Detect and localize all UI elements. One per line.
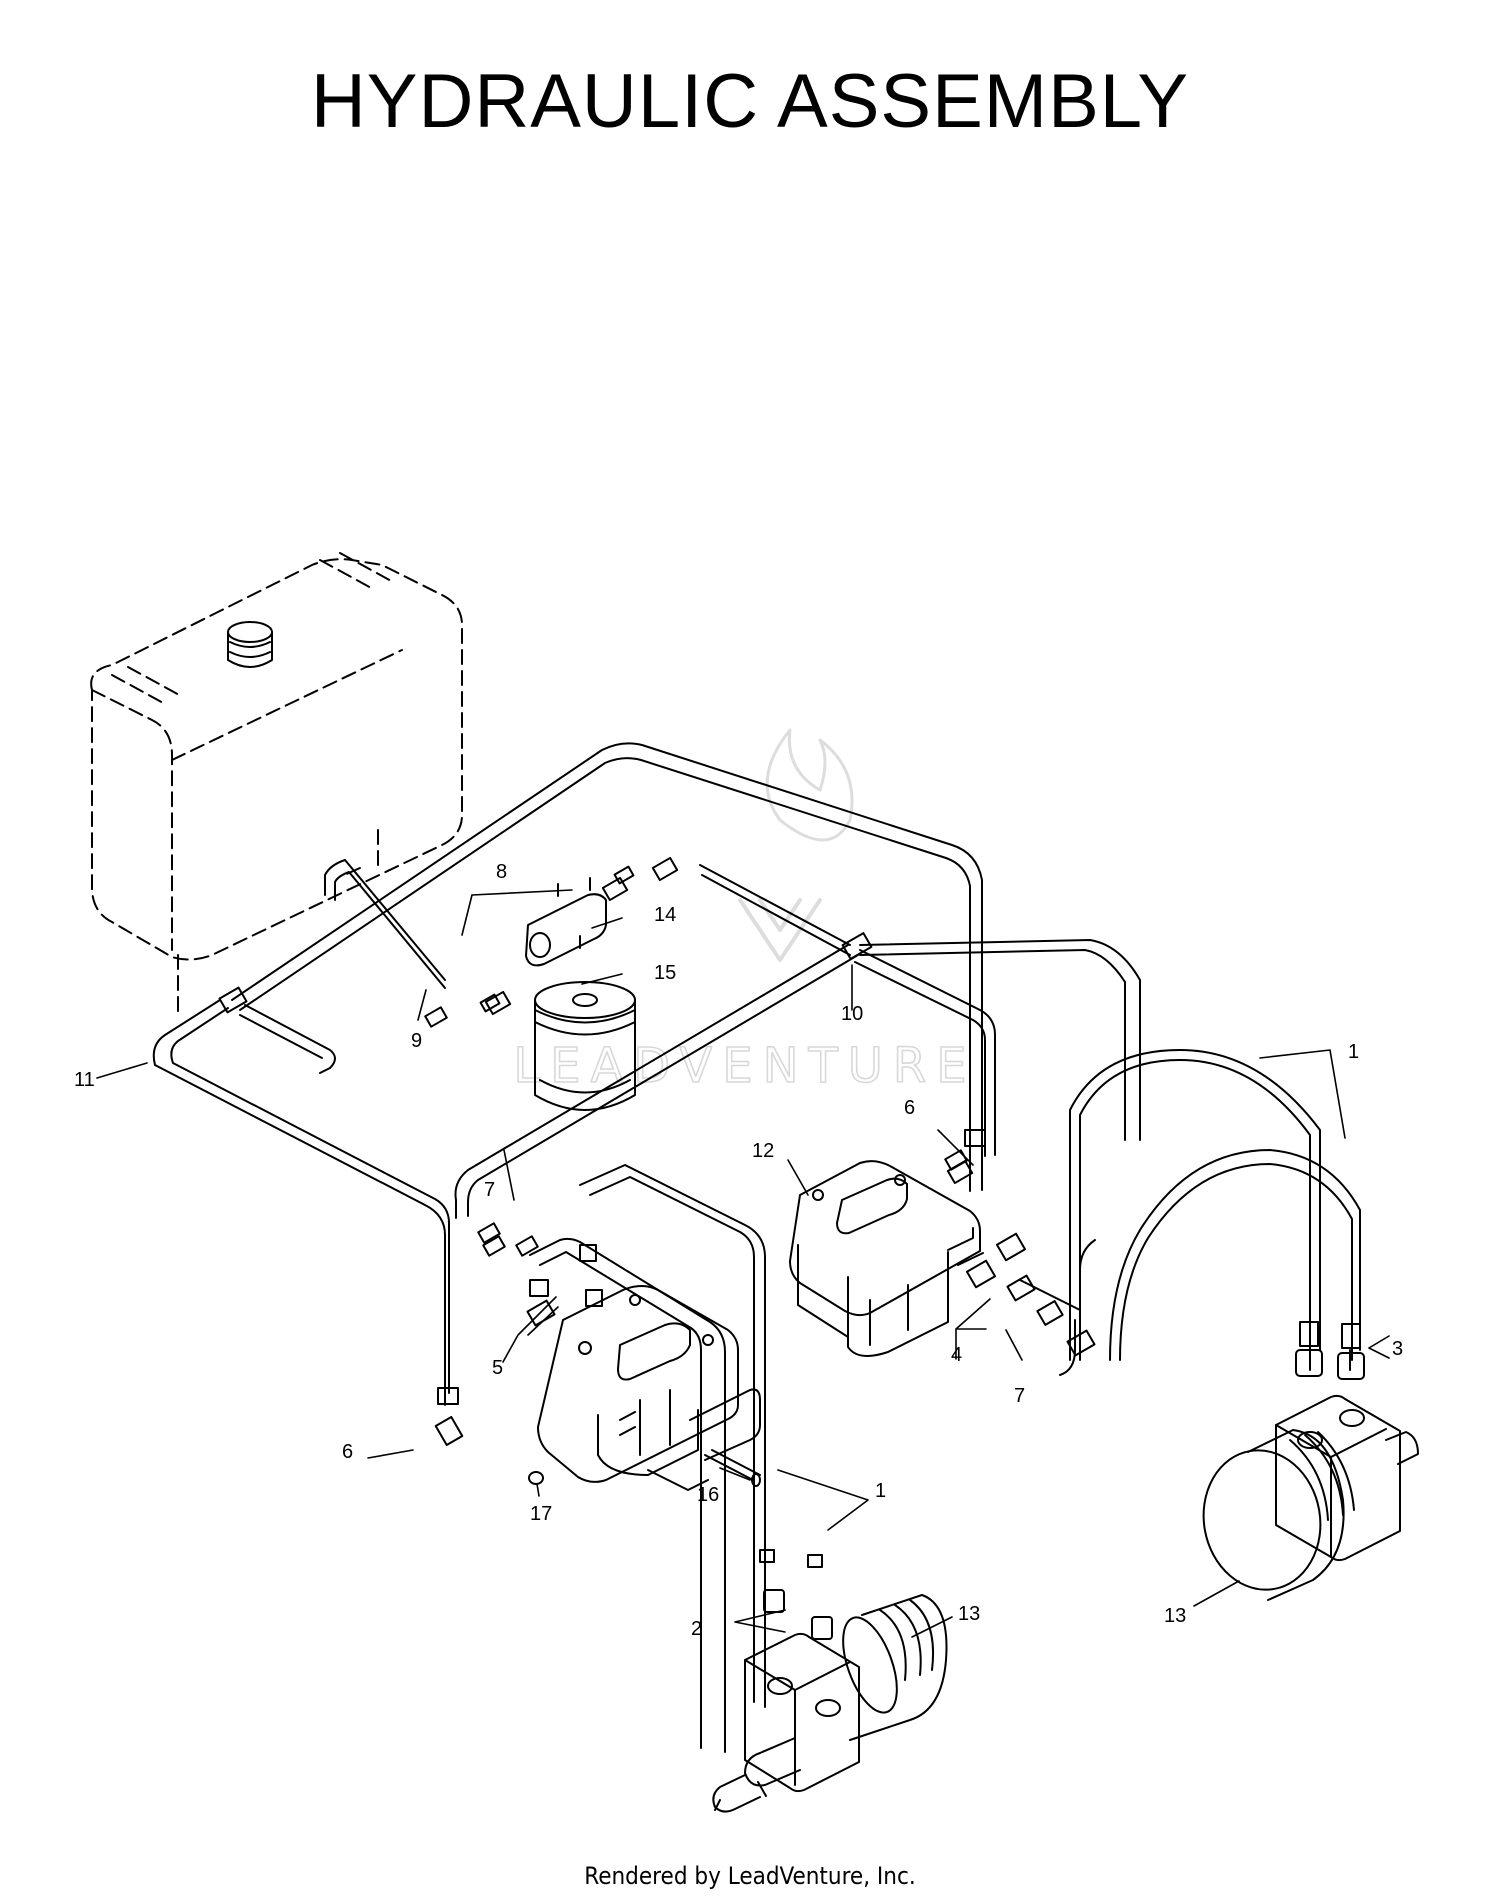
callout-7-right: 7 bbox=[1014, 1385, 1025, 1407]
callout-2: 2 bbox=[691, 1618, 702, 1640]
watermark-text: LEADVENTURE bbox=[513, 1038, 976, 1094]
tank-cap bbox=[227, 621, 273, 668]
hydraulic-tubes bbox=[152, 742, 1361, 1753]
right-wheel-motor bbox=[1202, 1394, 1419, 1601]
callout-15: 15 bbox=[654, 962, 676, 984]
callout-6-top: 6 bbox=[904, 1097, 915, 1119]
callout-5: 5 bbox=[492, 1357, 503, 1379]
pump-pin bbox=[704, 1449, 761, 1487]
lower-wheel-motor bbox=[712, 1594, 948, 1813]
callout-13-right: 13 bbox=[1164, 1605, 1186, 1627]
callout-6-bottom: 6 bbox=[342, 1441, 353, 1463]
callout-7-left: 7 bbox=[484, 1179, 495, 1201]
watermark: LEADVENTURE bbox=[513, 728, 976, 1095]
hydraulic-tank bbox=[90, 552, 463, 1016]
callout-16: 16 bbox=[697, 1484, 719, 1506]
callout-13-lower: 13 bbox=[958, 1603, 980, 1625]
callout-17: 17 bbox=[530, 1503, 552, 1525]
callout-3: 3 bbox=[1392, 1338, 1403, 1360]
callout-1-top: 1 bbox=[1348, 1041, 1359, 1063]
callouts: 1 1 2 3 4 5 6 6 7 7 8 9 10 11 12 13 13 1… bbox=[74, 861, 1403, 1640]
callout-10: 10 bbox=[841, 1003, 863, 1025]
left-pump bbox=[537, 1285, 761, 1491]
page-title: HYDRAULIC ASSEMBLY bbox=[310, 59, 1190, 144]
clip bbox=[528, 1471, 544, 1485]
leader-lines bbox=[96, 889, 1390, 1638]
filter-assembly bbox=[525, 877, 636, 1111]
callout-4: 4 bbox=[951, 1344, 962, 1366]
callout-12: 12 bbox=[752, 1140, 774, 1162]
fittings bbox=[218, 856, 1365, 1640]
right-pump bbox=[789, 1160, 984, 1357]
footer-credit: Rendered by LeadVenture, Inc. bbox=[584, 1862, 916, 1890]
callout-11: 11 bbox=[74, 1069, 95, 1091]
callout-1-bottom: 1 bbox=[875, 1480, 886, 1502]
callout-14: 14 bbox=[654, 904, 676, 926]
callout-8: 8 bbox=[496, 861, 507, 883]
callout-9: 9 bbox=[411, 1030, 422, 1052]
